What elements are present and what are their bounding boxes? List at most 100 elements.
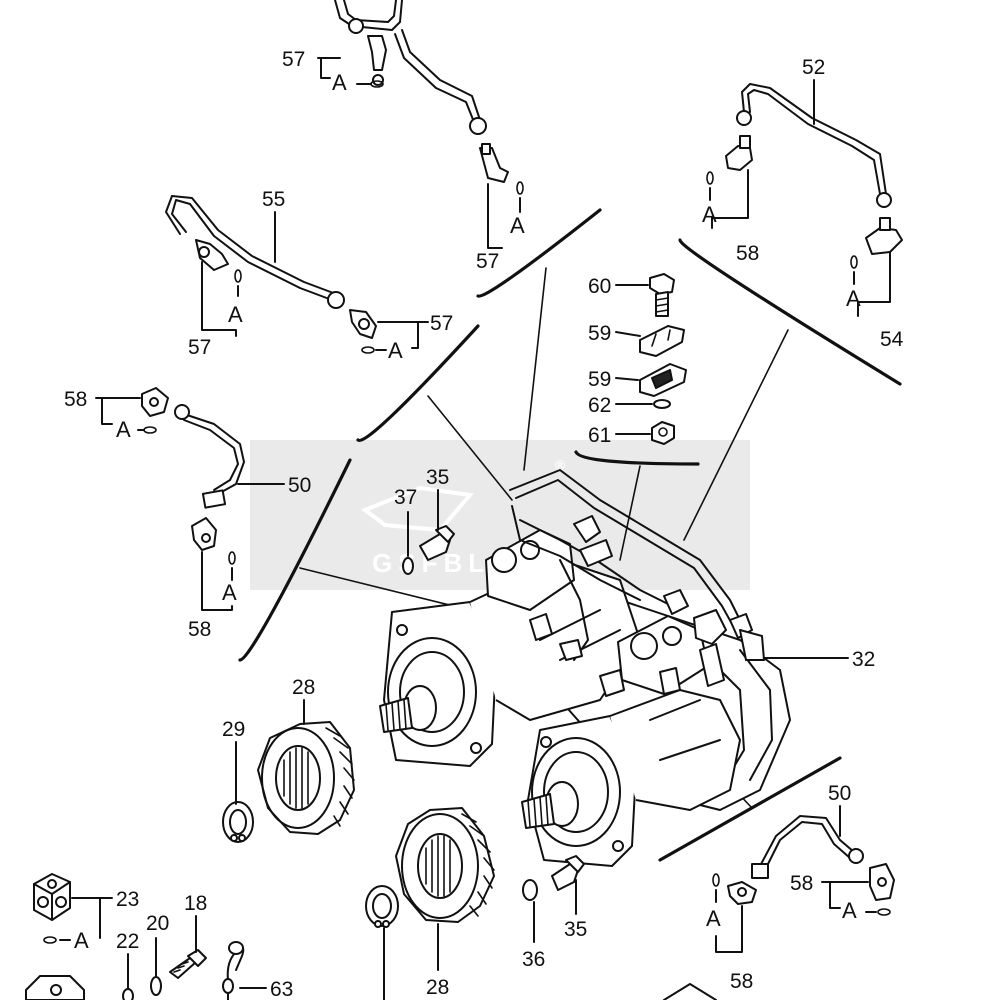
callout-35: 35 <box>426 466 449 489</box>
hook-63 <box>222 941 245 1000</box>
leader-54 <box>853 251 891 317</box>
o-ring <box>850 255 858 269</box>
bolt-60 <box>649 273 675 317</box>
callout-A: A <box>846 286 861 311</box>
o-ring <box>877 908 891 916</box>
bolt-18 <box>169 949 207 979</box>
bolt-35 <box>419 525 455 561</box>
callout-57: 57 <box>430 312 453 335</box>
callout-58: 58 <box>64 388 87 411</box>
o-ring <box>516 181 524 195</box>
callout-57: 57 <box>188 336 211 359</box>
fuel-line-55 <box>165 195 345 309</box>
watermark-registered: ® <box>555 457 566 473</box>
o-ring <box>234 269 242 283</box>
callout-57: 57 <box>476 250 499 273</box>
callout-59: 59 <box>588 368 611 391</box>
callout-58: 58 <box>730 970 753 993</box>
o-ring <box>361 346 375 354</box>
elbow-fitting <box>479 143 509 183</box>
fuel-line-50-left <box>174 404 245 509</box>
callout-23: 23 <box>116 888 139 911</box>
callout-54: 54 <box>880 328 904 351</box>
elbow-fitting <box>195 239 229 271</box>
fuel-line-top <box>334 0 487 135</box>
elbow-fitting <box>349 309 377 339</box>
callout-50: 50 <box>288 474 311 497</box>
callout-63: 63 <box>270 978 293 1000</box>
leader-59b <box>615 377 639 381</box>
callout-37: 37 <box>394 486 417 509</box>
callout-58: 58 <box>790 872 813 895</box>
callout-22: 22 <box>116 930 139 953</box>
clamp-59-upper <box>639 325 685 357</box>
nut-61 <box>651 421 675 445</box>
o-ring <box>706 171 714 185</box>
group-boundaries <box>238 208 902 862</box>
callout-28: 28 <box>426 976 449 999</box>
leader-58e <box>715 889 743 953</box>
leader-57b <box>487 183 521 249</box>
o-ring <box>43 936 57 944</box>
elbow-fitting <box>869 863 895 901</box>
fitting-nut <box>469 117 487 135</box>
leader-57c <box>201 261 239 337</box>
callout-A: A <box>116 417 131 442</box>
callout-28: 28 <box>292 676 315 699</box>
callout-A: A <box>702 202 717 227</box>
callout-A: A <box>706 906 721 931</box>
callout-A: A <box>388 338 403 363</box>
leader-58b <box>95 397 145 431</box>
clamp-59-lower <box>639 363 687 397</box>
elbow-fitting <box>141 387 169 417</box>
elbow-fitting <box>725 135 753 171</box>
washer-62 <box>653 399 671 409</box>
callout-62: 62 <box>588 394 611 417</box>
callout-59: 59 <box>588 322 611 345</box>
block-fitting-base <box>25 975 85 1000</box>
leader-58d <box>821 881 877 913</box>
callout-58: 58 <box>188 618 211 641</box>
injection-pump-assembly <box>379 469 791 867</box>
callout-29: 29 <box>222 718 245 741</box>
fitting-nut <box>348 18 364 34</box>
callout-A: A <box>222 580 237 605</box>
washer-36 <box>522 879 538 901</box>
leader-23 <box>59 897 113 941</box>
bolt-35-lower <box>551 855 585 891</box>
callout-20: 20 <box>146 912 169 935</box>
gear-28-upper <box>257 721 355 835</box>
lock-washer-20 <box>150 976 162 996</box>
washer-22 <box>122 988 134 1000</box>
fuel-line-50-right <box>751 815 864 879</box>
o-ring <box>143 426 157 434</box>
partial-part-bottom <box>663 983 717 1000</box>
callout-58: 58 <box>736 242 759 265</box>
elbow-fitting <box>727 881 757 905</box>
callout-60: 60 <box>588 275 611 298</box>
o-ring <box>228 551 236 565</box>
o-ring <box>712 873 720 887</box>
leader-57a <box>317 57 372 85</box>
callout-36: 36 <box>522 948 545 971</box>
elbow-fitting <box>367 35 387 86</box>
callout-61: 61 <box>588 424 611 447</box>
callout-A: A <box>228 302 243 327</box>
block-fitting-23 <box>33 873 71 921</box>
leader-58c <box>201 551 233 611</box>
gear-28-lower <box>395 807 495 923</box>
callout-55: 55 <box>262 188 285 211</box>
callout-A: A <box>842 898 857 923</box>
snap-ring-29 <box>222 801 254 843</box>
fuel-line-52 <box>736 83 892 208</box>
leader-57d <box>375 321 429 351</box>
elbow-fitting <box>865 217 903 255</box>
leader-59a <box>615 331 641 337</box>
callout-35: 35 <box>564 918 587 941</box>
callout-A: A <box>74 928 89 953</box>
callout-52: 52 <box>802 56 825 79</box>
callout-A: A <box>332 70 347 95</box>
washer-37 <box>402 557 414 575</box>
snap-ring <box>365 885 399 928</box>
